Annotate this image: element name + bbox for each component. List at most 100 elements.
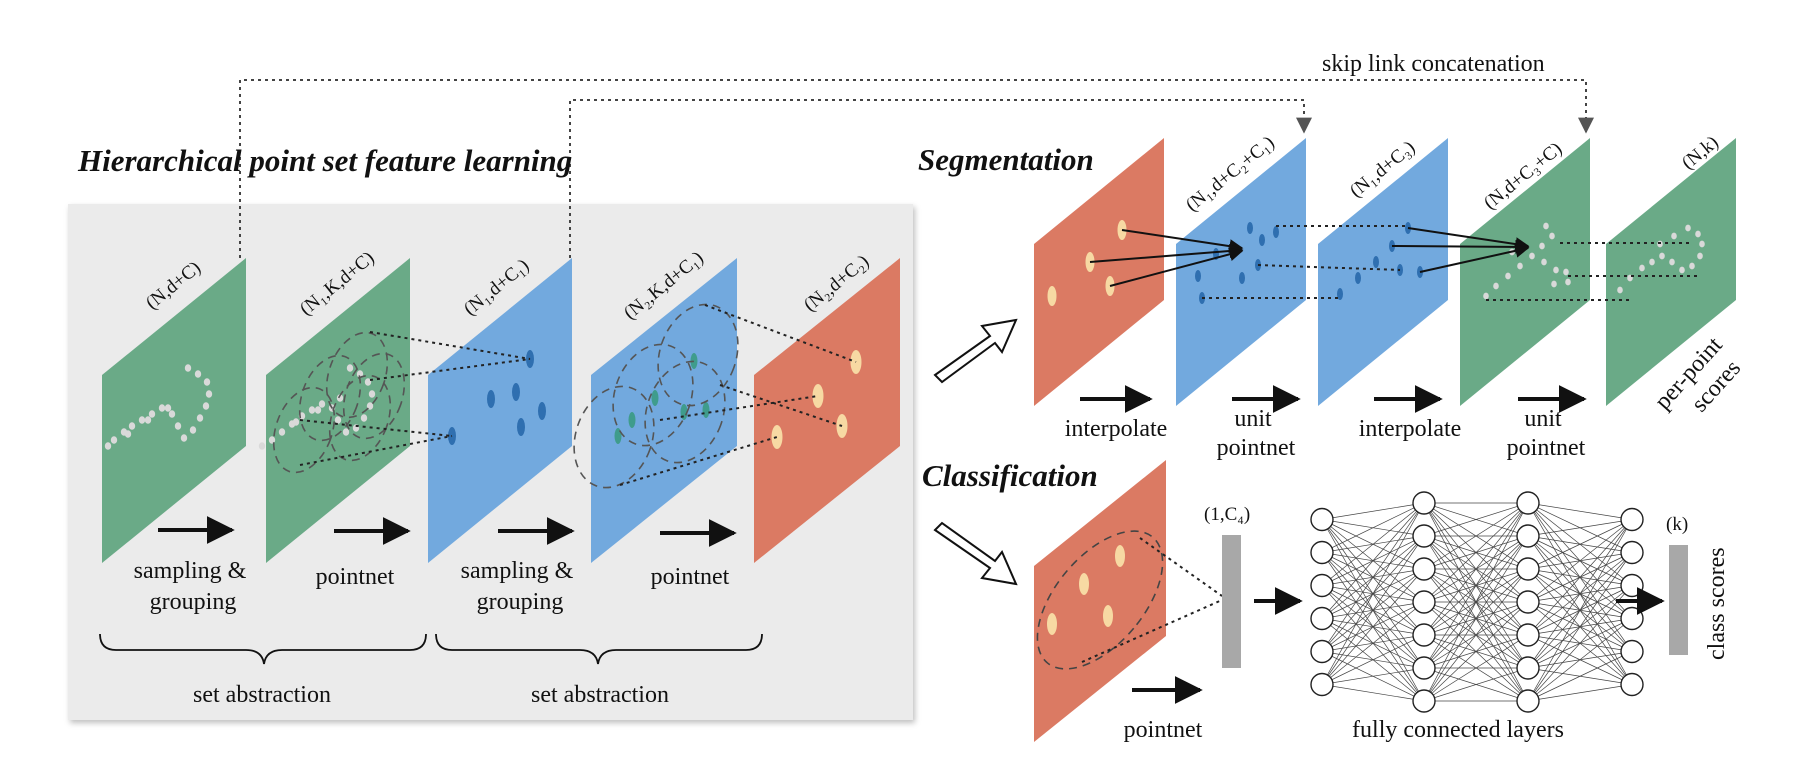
fc-connection <box>1321 502 1425 553</box>
encoder-plane-3 <box>428 258 572 563</box>
projection-lines-1 <box>299 331 531 466</box>
point <box>1685 224 1691 232</box>
seg-plane-4 <box>1460 138 1590 406</box>
point <box>1529 252 1535 260</box>
fc-connection <box>1321 634 1425 685</box>
fc-neuron <box>1412 656 1436 680</box>
fc-connection <box>1527 519 1633 537</box>
point <box>318 400 326 408</box>
fc-connection <box>1527 519 1633 636</box>
point <box>360 414 368 422</box>
class-score-label: class scores <box>1704 547 1730 660</box>
fc-neuron <box>1620 573 1644 598</box>
point <box>1543 222 1549 230</box>
fc-connection <box>1321 568 1425 685</box>
point <box>168 410 176 418</box>
class-score-bar <box>1669 545 1688 655</box>
fc-neuron <box>1412 491 1436 515</box>
fc-neuron <box>1620 606 1644 631</box>
cls-group-circle <box>1036 530 1164 670</box>
fc-connection <box>1527 502 1633 520</box>
point <box>1505 272 1511 280</box>
encoder-plane-1 <box>102 258 246 563</box>
fc-connection <box>1527 618 1633 702</box>
fc-neuron <box>1310 639 1334 664</box>
point <box>202 402 210 410</box>
point <box>138 416 146 424</box>
fc-connection <box>1321 667 1425 685</box>
point <box>1695 230 1701 238</box>
point <box>205 390 213 398</box>
point <box>203 378 211 386</box>
point <box>314 406 322 414</box>
point <box>268 436 276 444</box>
point <box>1699 240 1705 248</box>
seg-points-3 <box>1337 222 1423 300</box>
point <box>128 422 136 430</box>
hollow-arrow-classification <box>933 521 1018 586</box>
fc-connection <box>1423 601 1529 702</box>
brace-2 <box>435 633 763 665</box>
encoder-op-1: sampling & grouping <box>134 558 253 615</box>
point <box>1553 266 1559 274</box>
fc-neuron <box>1516 491 1540 515</box>
point <box>278 428 286 436</box>
point <box>1565 278 1571 286</box>
point <box>368 390 376 398</box>
segmentation-title: Segmentation <box>918 142 1094 177</box>
point <box>1549 232 1555 240</box>
encoder-op-3: sampling & grouping <box>461 558 580 615</box>
classification-title: Classification <box>922 458 1098 493</box>
point <box>184 364 192 372</box>
fc-connection <box>1321 535 1425 685</box>
seg-plane-5 <box>1606 138 1736 406</box>
cls-points <box>1047 545 1125 635</box>
input-points <box>104 364 213 450</box>
centroid-points-1 <box>448 350 546 445</box>
fc-neuron <box>1516 557 1540 581</box>
fc-neuron <box>1516 689 1540 713</box>
fc-connection <box>1527 684 1633 702</box>
point <box>1493 282 1499 290</box>
fc-connection <box>1527 519 1633 570</box>
point <box>1697 252 1703 260</box>
point <box>1659 252 1665 260</box>
fc-neuron <box>1412 590 1436 614</box>
seg-op-4: unit pointnet <box>1507 406 1586 461</box>
fc-connection <box>1423 502 1529 636</box>
fc-connection <box>1423 502 1529 570</box>
point <box>189 426 197 434</box>
cls-pointnet-label: pointnet <box>1124 717 1203 743</box>
point <box>336 394 344 402</box>
fc-connection <box>1527 519 1633 702</box>
global-feature-bar <box>1222 535 1241 668</box>
fc-neuron <box>1516 656 1540 680</box>
fc-label: fully connected layers <box>1352 717 1564 743</box>
point <box>1541 258 1547 266</box>
global-feature-dim: (1,C₄) <box>1204 504 1250 525</box>
encoder-title: Hierarchical point set feature learning <box>77 143 572 178</box>
fully-connected-network <box>1310 491 1644 713</box>
point <box>346 364 354 372</box>
class-score-dim: (k) <box>1666 514 1688 535</box>
fc-neuron <box>1310 507 1334 532</box>
fc-connection <box>1527 519 1633 603</box>
point <box>366 402 374 410</box>
point <box>356 370 364 378</box>
point <box>1689 262 1695 270</box>
brace-label-2: set abstraction <box>531 682 669 708</box>
cls-plane <box>1034 460 1166 742</box>
seg-op-2: unit pointnet <box>1217 406 1296 461</box>
fc-connection <box>1423 502 1529 669</box>
grouping-circles-2 <box>573 303 739 489</box>
grouped-points-2 <box>614 353 710 444</box>
point <box>1563 268 1569 276</box>
encoder-op-2: pointnet <box>316 564 395 590</box>
cls-projection-lines <box>1081 537 1223 663</box>
encoder-plane-4 <box>591 258 737 563</box>
seg-dotted-links <box>1202 225 1700 301</box>
fc-connection <box>1321 502 1425 619</box>
fc-connection <box>1527 552 1633 702</box>
hollow-arrow-segmentation <box>933 318 1018 384</box>
